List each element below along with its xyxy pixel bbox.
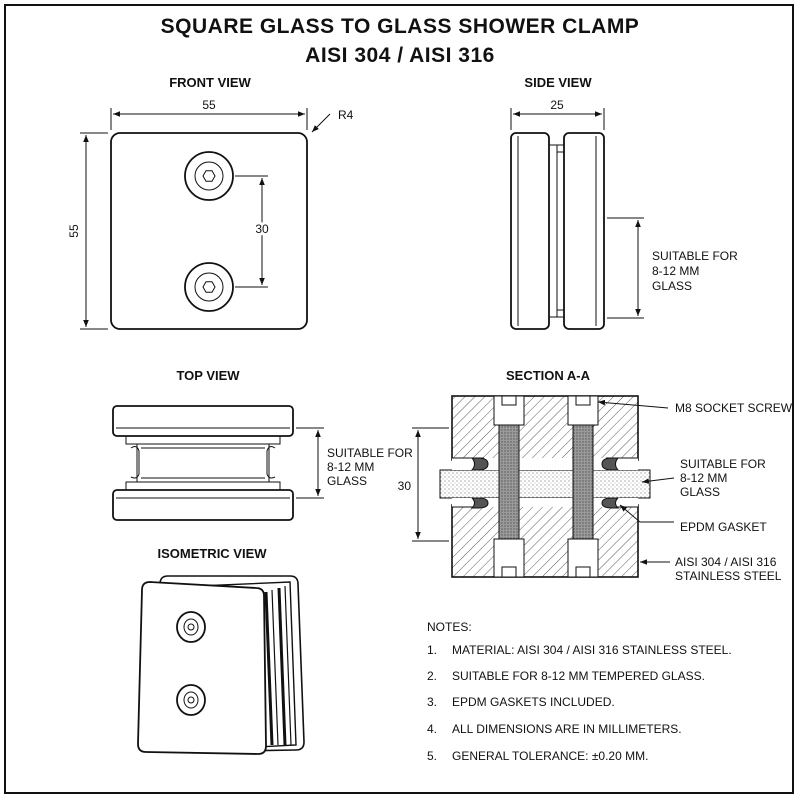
dim-front-width: 55 bbox=[202, 98, 216, 112]
front-screw-bottom bbox=[184, 262, 234, 312]
top-glass-line3: GLASS bbox=[327, 474, 367, 488]
note-1-text: MATERIAL: AISI 304 / AISI 316 STAINLESS … bbox=[452, 643, 732, 657]
top-view-label: TOP VIEW bbox=[176, 368, 240, 383]
callout-gasket: EPDM GASKET bbox=[680, 520, 767, 534]
iso-screw-top bbox=[176, 611, 206, 643]
title-line1: SQUARE GLASS TO GLASS SHOWER CLAMP bbox=[161, 15, 640, 38]
note-5-num: 5. bbox=[427, 749, 437, 763]
notes-block: NOTES: 1. MATERIAL: AISI 304 / AISI 316 … bbox=[427, 620, 732, 763]
note-4-text: ALL DIMENSIONS ARE IN MILLIMETERS. bbox=[452, 722, 682, 736]
gasket-right-top bbox=[601, 457, 620, 471]
front-view: FRONT VIEW 55 55 R4 30 bbox=[67, 75, 354, 330]
material-line2: STAINLESS STEEL bbox=[675, 569, 782, 583]
note-5-text: GENERAL TOLERANCE: ±0.20 MM. bbox=[452, 749, 648, 763]
iso-front-plate bbox=[137, 581, 267, 755]
dim-hole-spacing: 30 bbox=[255, 222, 269, 236]
side-glass-line3: GLASS bbox=[652, 279, 692, 293]
callout-screw: M8 SOCKET SCREW bbox=[675, 401, 793, 415]
isometric-view: ISOMETRIC VIEW bbox=[137, 546, 305, 755]
section-glass bbox=[439, 469, 651, 499]
note-2-text: SUITABLE FOR 8-12 MM TEMPERED GLASS. bbox=[452, 669, 705, 683]
side-glass-line1: SUITABLE FOR bbox=[652, 249, 738, 263]
side-glass-callout: SUITABLE FOR 8-12 MM GLASS bbox=[652, 249, 741, 293]
section-glass-line2: 8-12 MM bbox=[680, 471, 727, 485]
dim-corner-radius: R4 bbox=[338, 108, 354, 122]
gasket-right-bottom bbox=[601, 497, 620, 509]
section-view-label: SECTION A-A bbox=[506, 368, 591, 383]
side-view: SIDE VIEW 25 SUITABLE FOR 8-12 MM GLASS bbox=[510, 75, 741, 330]
sheet-border bbox=[4, 4, 794, 794]
gasket-left-top bbox=[470, 457, 489, 471]
section-glass-line3: GLASS bbox=[680, 485, 720, 499]
side-view-label: SIDE VIEW bbox=[524, 75, 592, 90]
material-line1: AISI 304 / AISI 316 bbox=[675, 555, 777, 569]
gasket-left-bottom bbox=[470, 497, 489, 509]
top-glass-callout: SUITABLE FOR 8-12 MM GLASS bbox=[327, 446, 416, 488]
section-upper-body bbox=[451, 395, 639, 461]
section-glass-line1: SUITABLE FOR bbox=[680, 457, 766, 471]
dim-side-width: 25 bbox=[550, 98, 564, 112]
front-view-label: FRONT VIEW bbox=[169, 75, 251, 90]
front-screw-top bbox=[184, 151, 234, 201]
note-3-text: EPDM GASKETS INCLUDED. bbox=[452, 695, 615, 709]
note-4-num: 4. bbox=[427, 722, 437, 736]
front-plate bbox=[110, 132, 308, 330]
top-glass-line1: SUITABLE FOR bbox=[327, 446, 413, 460]
isometric-view-label: ISOMETRIC VIEW bbox=[157, 546, 267, 561]
section-view: SECTION A-A 30 bbox=[398, 368, 793, 583]
dim-front-height: 55 bbox=[67, 224, 81, 238]
note-2-num: 2. bbox=[427, 669, 437, 683]
iso-screw-bottom bbox=[176, 684, 206, 716]
section-glass-callout: SUITABLE FOR 8-12 MM GLASS bbox=[680, 457, 769, 499]
dim-section-height: 30 bbox=[398, 479, 412, 493]
top-view: TOP VIEW SUITABLE FOR 8-12 MM GLASS bbox=[112, 368, 416, 521]
title-line2: AISI 304 / AISI 316 bbox=[305, 44, 495, 67]
material-callout: AISI 304 / AISI 316 STAINLESS STEEL bbox=[675, 555, 782, 583]
side-glass-line2: 8-12 MM bbox=[652, 264, 699, 278]
notes-heading: NOTES: bbox=[427, 620, 472, 634]
note-3-num: 3. bbox=[427, 695, 437, 709]
top-glass-line2: 8-12 MM bbox=[327, 460, 374, 474]
section-lower-body bbox=[451, 504, 639, 578]
note-1-num: 1. bbox=[427, 643, 437, 657]
